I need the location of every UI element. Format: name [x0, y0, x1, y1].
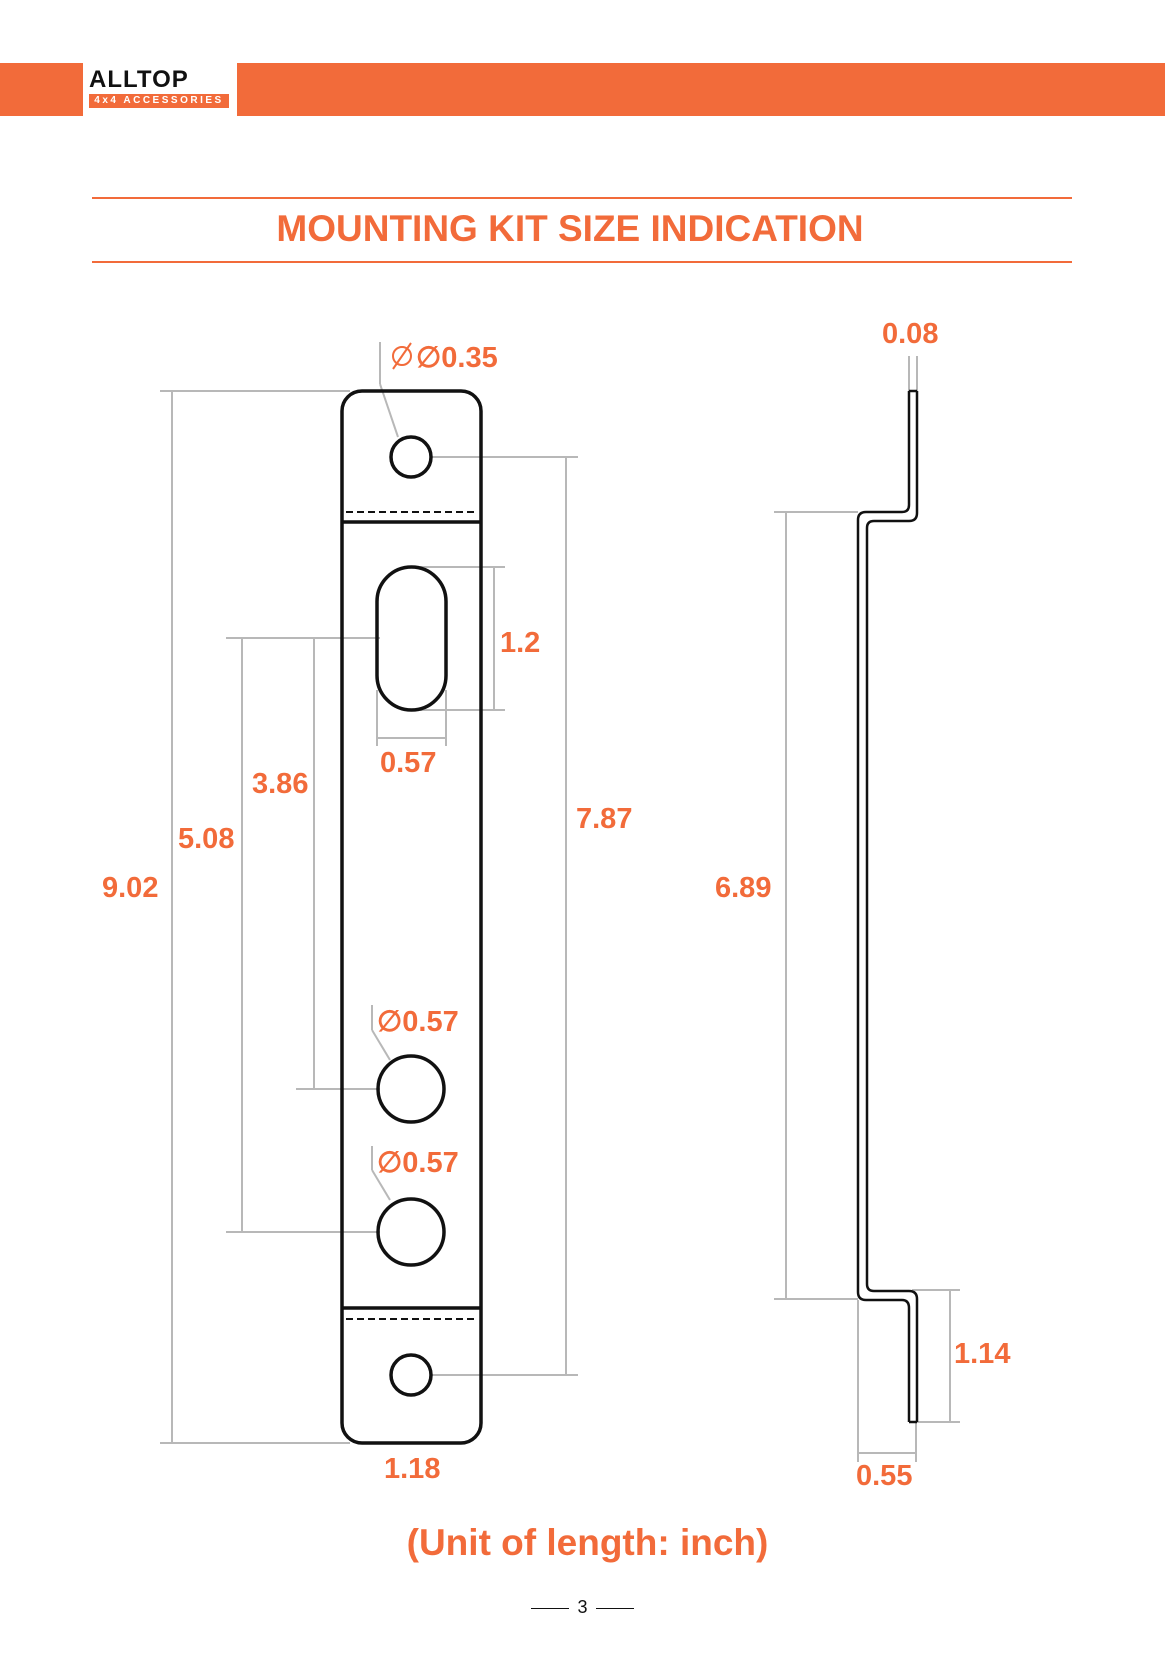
- brand-logo: ALLTOP 4x4 ACCESSORIES: [83, 63, 237, 116]
- adjustment-slot: [375, 565, 448, 712]
- dimension-thickness: 0.08: [882, 318, 938, 350]
- dimension-offset-depth: 0.55: [856, 1460, 912, 1492]
- title-rule-top: [92, 197, 1072, 199]
- diameter-icon: [392, 346, 412, 366]
- page-title: MOUNTING KIT SIZE INDICATION: [276, 208, 864, 249]
- front-dimension-lines: [160, 342, 578, 1444]
- side-profile: [856, 389, 919, 1424]
- side-view: 0.08 6.89 1.14 0.55: [715, 318, 1010, 1492]
- dimension-slot-length: 1.2: [500, 627, 540, 659]
- front-part-outline: [340, 389, 483, 1445]
- side-dimension-lines: [774, 356, 960, 1462]
- diameter-symbol-icons: [392, 342, 412, 370]
- title-rule-bottom: [92, 261, 1072, 263]
- mount-hole-1: [376, 1054, 446, 1124]
- mount-hole-2: [376, 1197, 446, 1267]
- dimension-center-to-hole1: 3.86: [252, 768, 308, 800]
- dimension-tab-length: 1.14: [954, 1338, 1010, 1370]
- front-view: ∅0.35 1.2 0.57 3.86 5.08 9.02 7.87 ∅0.57…: [102, 342, 632, 1485]
- unit-note: (Unit of length: inch): [406, 1522, 769, 1563]
- dimension-width: 1.18: [384, 1453, 440, 1485]
- dimension-hole-spacing: 7.87: [576, 803, 632, 835]
- dimension-hole-top-diameter: ∅0.35: [416, 342, 498, 374]
- footer-dash-right: [595, 1607, 634, 1609]
- page-number: 3: [577, 1597, 588, 1617]
- dimension-center-to-hole2: 5.08: [178, 823, 234, 855]
- mount-hole-top: [389, 435, 433, 479]
- logo-text: ALLTOP: [89, 66, 189, 93]
- dimension-offset-length: 6.89: [715, 872, 771, 904]
- footer-dash-left: [531, 1607, 570, 1609]
- page-number-footer: 3: [0, 1597, 1165, 1618]
- logo-subtitle: 4x4 ACCESSORIES: [89, 94, 229, 108]
- mount-hole-bottom: [389, 1353, 433, 1397]
- dimension-hole2-diameter: ∅0.57: [377, 1147, 459, 1179]
- dimension-hole1-diameter: ∅0.57: [377, 1006, 459, 1038]
- dimension-total-length: 9.02: [102, 872, 158, 904]
- dimension-slot-width: 0.57: [380, 747, 436, 779]
